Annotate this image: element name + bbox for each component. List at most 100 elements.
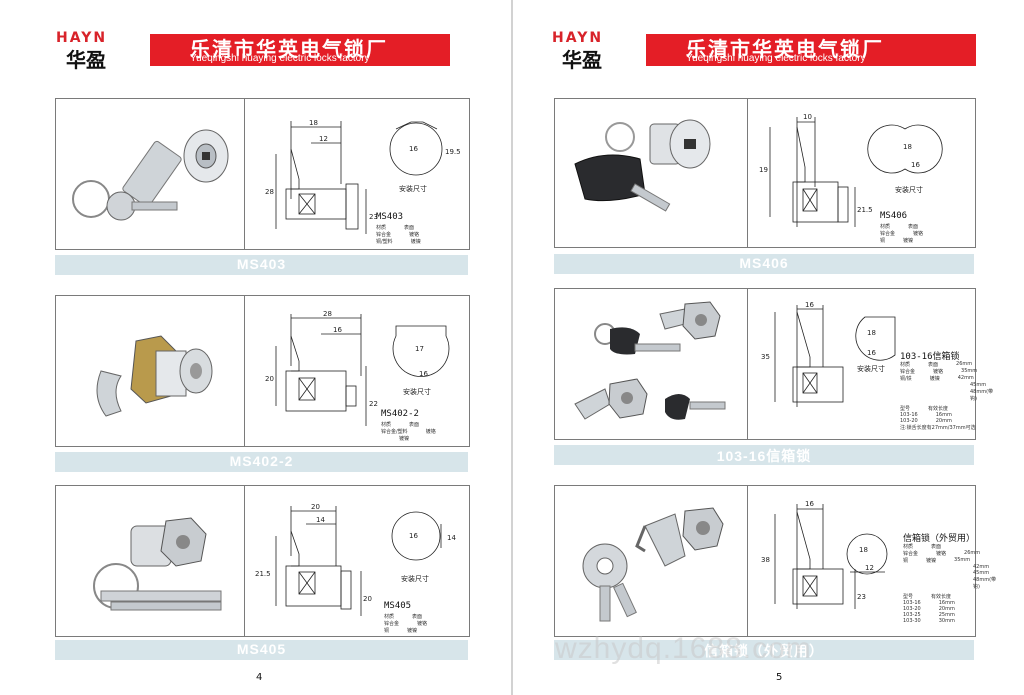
ms403-drawing: 18 12 28 23 16 19.5 安装尺寸 xyxy=(265,119,461,234)
cutout-dia: 16 xyxy=(409,532,418,540)
spec-material-header: 材质 xyxy=(381,422,392,428)
banner-title-cn: 乐清市华英电气锁厂 xyxy=(686,37,884,61)
model-label: MS403 xyxy=(376,212,404,222)
cutout-dia: 18 xyxy=(903,143,912,151)
brand-logo-cn: 华盈 xyxy=(562,48,602,72)
factory-banner: 乐清市华英电气锁厂 Yueqingshi huaying electric lo… xyxy=(646,34,976,66)
ms402-2-photo xyxy=(96,335,213,417)
dim-depth: 22 xyxy=(369,400,378,408)
banner-title-cn: 乐清市华英电气锁厂 xyxy=(190,37,388,61)
model-label: 103-16信箱锁 xyxy=(900,352,960,362)
brand-logo: HAYN 华盈 xyxy=(552,30,652,72)
product-panel-ms405: 20 14 21.5 20 16 14 安装尺寸 MS405 材质表面 锌合金镀… xyxy=(55,485,470,637)
mailbox-drawing: 16 38 23 18 12 xyxy=(761,500,888,609)
right-page: HAYN 华盈 乐清市华英电气锁厂 Yueqingshi huaying ele… xyxy=(512,0,1024,695)
ms402-2-drawing: 28 16 20 22 17 16 安装尺寸 xyxy=(265,310,450,426)
dim-depth: 23 xyxy=(369,213,378,221)
dim-height: 20 xyxy=(265,375,274,383)
dim-depth: 23 xyxy=(857,593,866,601)
ms406-drawing: 10 19 21.5 18 16 安装尺寸 xyxy=(759,113,943,227)
cutout-dia: 17 xyxy=(415,345,424,353)
caption-mailbox: 信箱锁（外贸用） xyxy=(554,640,974,660)
book-spine xyxy=(511,0,513,695)
spec-material-header: 材质 xyxy=(376,225,387,231)
spec-material-header: 材质 xyxy=(900,362,911,368)
caption-ms402-2: MS402-2 xyxy=(55,452,468,472)
spec-surface-header: 表面 xyxy=(404,225,415,231)
dim-inner: 16 xyxy=(333,326,342,334)
brand-logo: HAYN 华盈 xyxy=(56,30,156,72)
spec-table: 材质表面 锌合金镀铬 铜镀镍 xyxy=(384,614,428,634)
dim-depth: 21.5 xyxy=(857,206,873,214)
model-label: MS402-2 xyxy=(381,409,419,419)
brand-logo-en: HAYN xyxy=(552,30,604,46)
cutout-flat: 19.5 xyxy=(445,148,461,156)
cutout-dia: 18 xyxy=(867,329,876,337)
banner-title-en: Yueqingshi huaying electric locks factor… xyxy=(190,53,370,64)
dim-width: 16 xyxy=(805,301,814,309)
103-16-drawing: 16 35 18 16 安装尺寸 xyxy=(761,301,896,407)
factory-banner: 乐清市华英电气锁厂 Yueqingshi huaying electric lo… xyxy=(150,34,450,66)
cutout-flat: 16 xyxy=(867,349,876,357)
dim-width: 28 xyxy=(323,310,332,318)
spec-surface-header: 表面 xyxy=(908,224,919,230)
dim-inner: 14 xyxy=(316,516,325,524)
model-label: MS405 xyxy=(384,601,412,611)
dim-height: 21.5 xyxy=(255,570,271,578)
cutout-flat: 12 xyxy=(865,564,874,572)
spec-surface-header: 表面 xyxy=(928,362,939,368)
spec-table: 材质表面 锌合金镀铬 铜/塑料镀镍 xyxy=(376,225,421,245)
caption-103-16: 103-16信箱锁 xyxy=(554,445,974,465)
spec-surface-header: 表面 xyxy=(412,614,423,620)
install-size-label: 安装尺寸 xyxy=(401,574,429,583)
install-size-label: 安装尺寸 xyxy=(857,364,885,373)
ms405-drawing: 20 14 21.5 20 16 14 安装尺寸 xyxy=(255,503,456,616)
model-label: 信箱锁（外贸用） xyxy=(903,534,976,544)
cutout-flat: 16 xyxy=(911,161,920,169)
page-number-left: 4 xyxy=(256,672,263,683)
product-panel-ms403: 18 12 28 23 16 19.5 安装尺寸 MS403 材质表面 锌合金镀… xyxy=(55,98,470,250)
caption-ms403: MS403 xyxy=(55,255,468,275)
dim-width: 10 xyxy=(803,113,812,121)
ms406-photo xyxy=(574,119,711,212)
mailbox-photo xyxy=(582,507,724,622)
page-number-right: 5 xyxy=(776,672,783,683)
103-16-photo xyxy=(574,301,726,420)
spec-material-header: 材质 xyxy=(880,224,891,230)
watermark-url: wzhydq.1688.com xyxy=(555,632,812,665)
model-label: MS406 xyxy=(880,211,908,221)
cutout-flat: 16 xyxy=(419,370,428,378)
banner-title-en: Yueqingshi huaying electric locks factor… xyxy=(686,53,866,64)
cutout-dia: 18 xyxy=(859,546,868,554)
install-size-label: 安装尺寸 xyxy=(895,185,923,194)
install-size-label: 安装尺寸 xyxy=(403,387,431,396)
dim-depth: 20 xyxy=(363,595,372,603)
brand-logo-cn: 华盈 xyxy=(66,48,106,72)
dim-height: 35 xyxy=(761,353,770,361)
dim-height: 19 xyxy=(759,166,768,174)
caption-ms406: MS406 xyxy=(554,254,974,274)
brand-logo-en: HAYN xyxy=(56,30,108,46)
spec-surface-header: 表面 xyxy=(409,422,420,428)
dim-width: 16 xyxy=(805,500,814,508)
dim-width: 20 xyxy=(311,503,320,511)
ms405-photo xyxy=(93,517,222,611)
ms403-photo xyxy=(72,129,229,221)
spec-surface-header: 表面 xyxy=(931,544,942,550)
dim-height: 38 xyxy=(761,556,770,564)
product-panel-ms402-2: 28 16 20 22 17 16 安装尺寸 MS402-2 材质表面 锌合金/… xyxy=(55,295,470,447)
left-page: HAYN 华盈 乐清市华英电气锁厂 Yueqingshi huaying ele… xyxy=(55,30,470,683)
cutout-flat: 14 xyxy=(447,534,456,542)
caption-ms405: MS405 xyxy=(55,640,468,660)
spec-material-header: 材质 xyxy=(384,614,395,620)
dim-inner: 12 xyxy=(319,135,328,143)
install-size-label: 安装尺寸 xyxy=(399,184,427,193)
spec-table: 材质表面 锌合金/塑料镀铬 镀镍 xyxy=(381,422,436,442)
dim-height: 28 xyxy=(265,188,274,196)
dim-width: 18 xyxy=(309,119,318,127)
spec-table: 材质表面 锌合金镀铬 铜镀镍 xyxy=(880,224,924,244)
